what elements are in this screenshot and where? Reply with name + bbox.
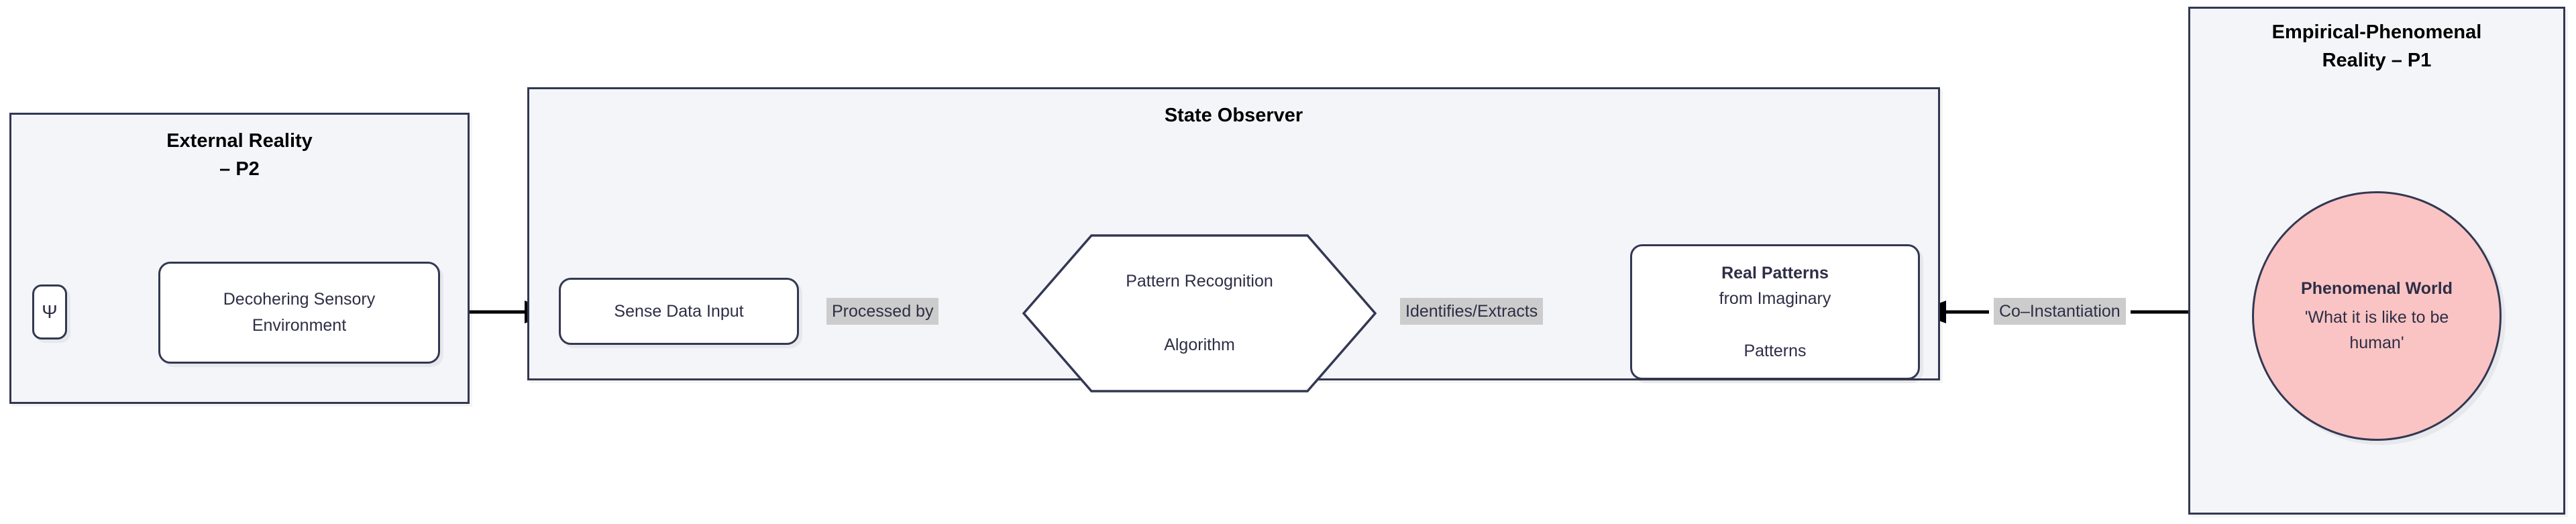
node-pattern-recognition-label: Pattern Recognition Algorithm <box>1126 271 1273 354</box>
node-phenomenal-world[interactable]: Phenomenal World 'What it is like to be … <box>2252 191 2502 441</box>
node-real-patterns-text: Real Patterns from Imaginary Patterns <box>1719 260 1831 364</box>
node-sense-data-input-label: Sense Data Input <box>614 301 744 321</box>
node-phenomenal-world-subtitle: 'What it is like to be human' <box>2304 307 2449 353</box>
panel-title-state-observer: State Observer <box>1164 105 1303 126</box>
edge-label-processed-by: Processed by <box>826 298 939 325</box>
panel-title-empirical-phenomenal-reality: Empirical-Phenomenal Reality – P1 <box>2271 21 2482 72</box>
node-real-patterns[interactable]: Real Patterns from Imaginary Patterns <box>1630 244 1920 380</box>
hexagon-shape <box>1022 234 1377 392</box>
node-pattern-recognition-algorithm[interactable]: Pattern Recognition Algorithm <box>1022 233 1377 393</box>
edge-label-identifies-extracts: Identifies/Extracts <box>1400 298 1544 325</box>
node-psi-label: Ψ <box>42 301 58 323</box>
node-real-patterns-subtitle: from Imaginary Patterns <box>1719 289 1831 360</box>
node-sense-data-input[interactable]: Sense Data Input <box>559 278 799 345</box>
node-real-patterns-title: Real Patterns <box>1721 263 1829 282</box>
node-decohering-label: Decohering Sensory Environment <box>223 290 376 335</box>
edge-label-co-instantiation: Co–Instantiation <box>1994 298 2126 325</box>
node-decohering-sensory-environment[interactable]: Decohering Sensory Environment <box>158 262 440 364</box>
panel-title-external-reality: External Reality – P2 <box>166 130 313 180</box>
node-psi[interactable]: Ψ <box>32 284 67 339</box>
node-phenomenal-world-title: Phenomenal World <box>2301 278 2453 298</box>
